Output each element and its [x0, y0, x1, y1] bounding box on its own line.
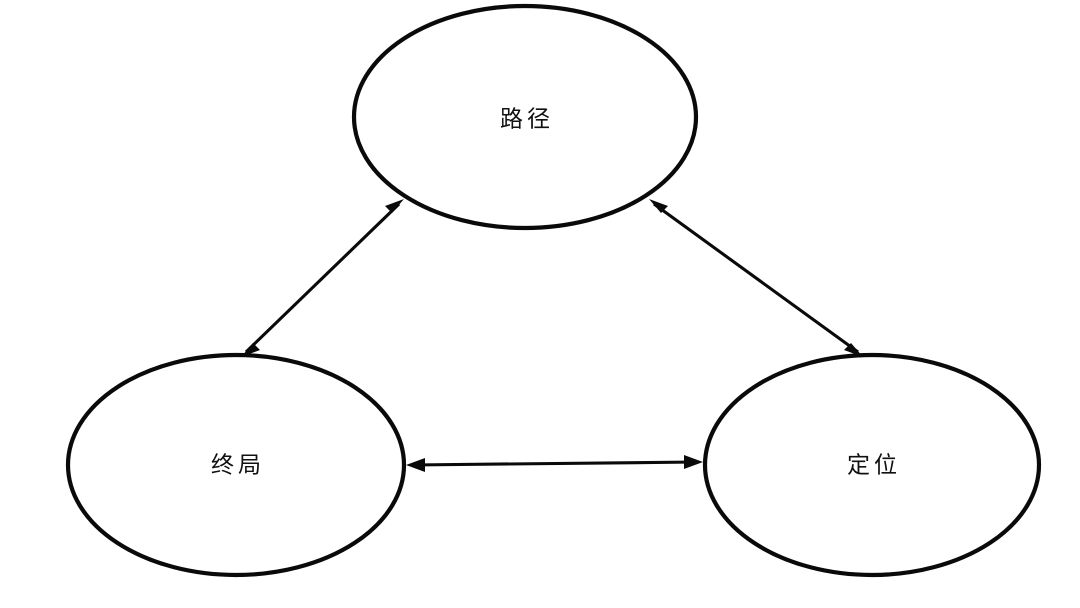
- edge-path-positioning-line: [653, 202, 859, 354]
- arrowhead-to-positioning-horizontal: [684, 455, 703, 469]
- edge-path-positioning: [649, 199, 863, 357]
- edge-endgame-positioning: [406, 455, 703, 472]
- edge-endgame-path-line: [244, 202, 401, 354]
- node-ellipse-positioning[interactable]: [702, 352, 1042, 578]
- node-label-positioning: 定位: [847, 452, 901, 478]
- edge-endgame-positioning-line: [411, 460, 698, 467]
- arrowhead-to-path-right: [649, 199, 668, 213]
- node-ellipse-path[interactable]: [351, 3, 699, 231]
- node-ellipse-endgame[interactable]: [65, 352, 407, 578]
- node-label-path: 路径: [500, 106, 554, 132]
- arrowhead-to-path: [385, 199, 404, 213]
- edge-endgame-path: [241, 199, 404, 357]
- node-label-endgame: 终局: [211, 452, 265, 478]
- arrowhead-to-endgame-horizontal: [406, 458, 425, 472]
